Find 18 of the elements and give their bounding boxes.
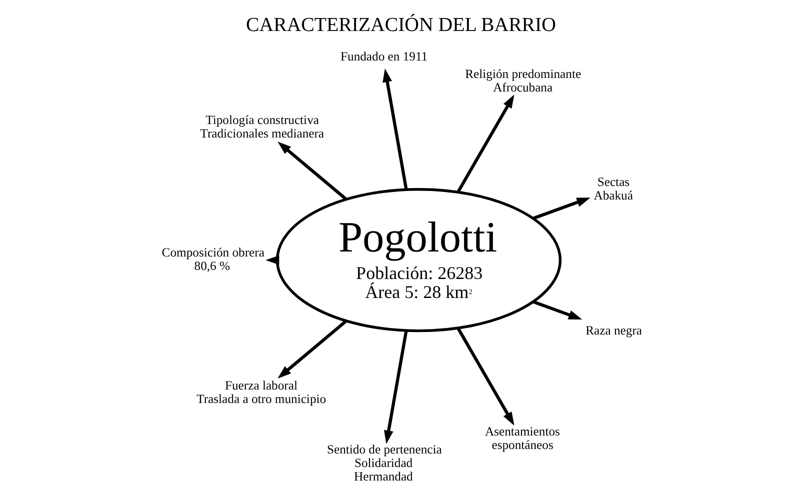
arrow [382, 68, 408, 190]
node-text: Sectas Abakuá [594, 175, 633, 203]
arrow [532, 198, 590, 220]
node-text: Religión predominante Afrocubana [465, 66, 582, 94]
node-text: Fuerza laboral Traslada a otro municipio [196, 378, 326, 406]
diagram-title: CARACTERIZACIÓN DEL BARRIO [246, 14, 556, 36]
node-text: Fundado en 1911 [340, 50, 428, 64]
arrow [384, 330, 408, 444]
node-text: Composición obrera 80,6 % [162, 246, 264, 274]
node-text: Sentido de pertenencia Solidaridad Hermandad [326, 442, 442, 484]
node-text: Asentamientos espontáneos [484, 424, 560, 452]
arrow [456, 327, 514, 426]
arrow [278, 142, 348, 200]
arrow [532, 300, 582, 320]
node-text: Tipología constructiva Tradicionales medianera [200, 112, 324, 140]
arrow [278, 320, 348, 378]
node-text: Raza negra [586, 323, 642, 338]
arrow [456, 94, 514, 193]
